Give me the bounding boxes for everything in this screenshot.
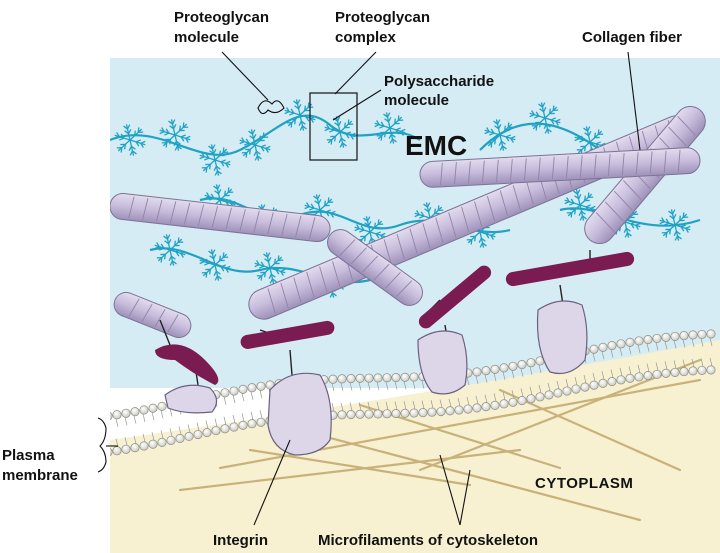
label-cytoplasm: CYTOPLASM (535, 475, 633, 492)
diagram-labels: Proteoglycan molecule Proteoglycan compl… (2, 9, 682, 549)
collagen-fibers (110, 105, 706, 339)
label-collagen-fiber: Collagen fiber (582, 29, 682, 46)
label-proteoglycan-molecule-2: molecule (174, 29, 239, 46)
collagen-fiber (113, 291, 192, 339)
label-proteoglycan-complex-2: complex (335, 29, 397, 46)
label-proteoglycan-molecule-1: Proteoglycan (174, 9, 269, 26)
cytoplasm-region (110, 420, 720, 553)
label-plasma-membrane-1: Plasma (2, 447, 55, 464)
label-microfilaments: Microfilaments of cytoskeleton (318, 532, 538, 549)
label-plasma-membrane-2: membrane (2, 467, 78, 484)
integrin-proteins (164, 300, 588, 456)
fibronectin (155, 251, 635, 385)
collagen-fiber (419, 147, 701, 188)
label-emc: EMC (405, 130, 467, 161)
proteoglycan-complex-box (309, 92, 358, 161)
label-polysaccharide-1: Polysaccharide (384, 73, 494, 90)
collagen-fiber (327, 229, 423, 306)
label-leaders (97, 51, 641, 526)
label-proteoglycan-complex-1: Proteoglycan (335, 9, 430, 26)
label-integrin: Integrin (213, 532, 268, 549)
label-polysaccharide-2: molecule (384, 92, 449, 109)
